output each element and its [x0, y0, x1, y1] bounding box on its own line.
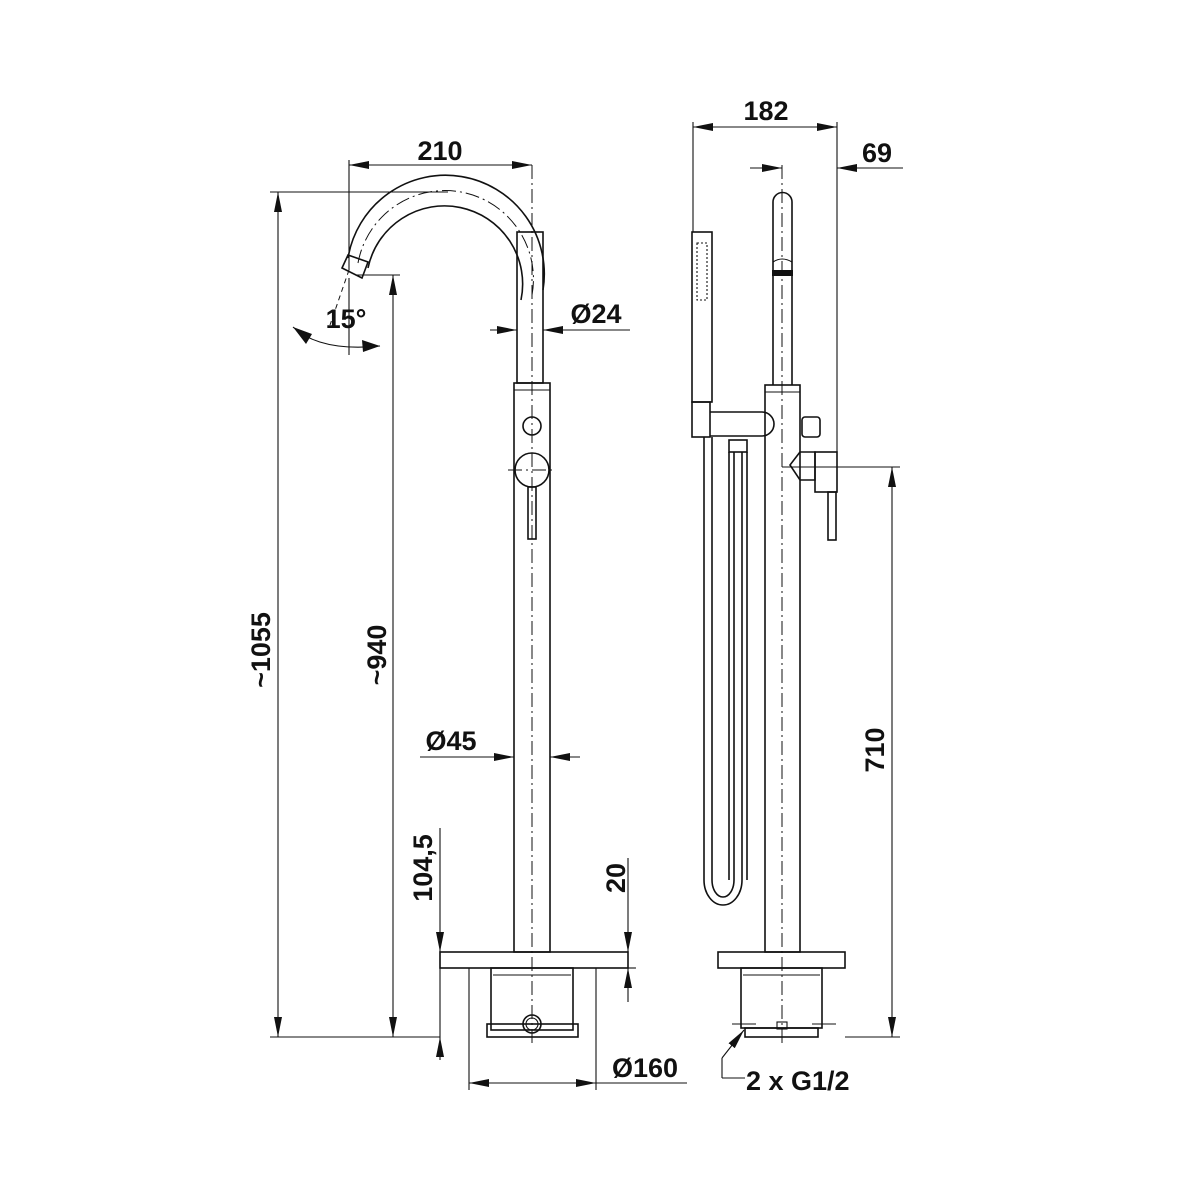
spout-angle-label: 15°	[326, 304, 367, 334]
base	[439, 951, 629, 1038]
side-base	[717, 951, 846, 1038]
dimension-spout-diameter: Ø24	[490, 299, 630, 334]
connections-label: 2 x G1/2	[746, 1066, 850, 1096]
side-view: 182 69 710 2 x G1/2	[691, 96, 903, 1096]
hand-shower-spray-face	[696, 242, 708, 301]
base-diameter-label: Ø160	[612, 1053, 678, 1083]
dimension-total-height: ~1055	[246, 191, 448, 1038]
dimension-spout-angle: 15°	[292, 269, 381, 355]
dimension-body-diameter: Ø45	[420, 726, 580, 761]
spout-reach-label: 210	[417, 136, 462, 166]
dimension-outlet-height: ~940	[355, 274, 400, 1037]
side-depth-label: 182	[743, 96, 788, 126]
installation-depth-label: 104,5	[408, 834, 438, 902]
dimension-base-diameter: Ø160	[468, 968, 687, 1090]
lever-height-label: 710	[860, 727, 890, 772]
spout	[340, 174, 546, 384]
outlet-height-label: ~940	[362, 625, 392, 686]
connections-callout: 2 x G1/2	[721, 1023, 850, 1096]
dimension-side-depth: 182	[692, 96, 838, 452]
dimension-installation-depth: 104,5	[408, 828, 444, 1060]
front-view: 210 ~1055 ~940 15°	[246, 136, 687, 1090]
body-diameter-label: Ø45	[425, 726, 476, 756]
side-body	[764, 384, 838, 953]
dimension-spout-reach: 210	[348, 136, 532, 270]
dimension-plate-thickness: 20	[601, 858, 636, 1002]
handle-offset-label: 69	[862, 138, 892, 168]
hand-shower	[691, 231, 775, 906]
shower-handle-top	[772, 165, 793, 1045]
plate-thickness-label: 20	[601, 863, 631, 893]
total-height-label: ~1055	[246, 612, 276, 688]
spout-diameter-label: Ø24	[570, 299, 621, 329]
body	[508, 165, 556, 1045]
dimension-lever-height: 710	[782, 466, 900, 1038]
dimension-handle-offset: 69	[750, 138, 903, 172]
